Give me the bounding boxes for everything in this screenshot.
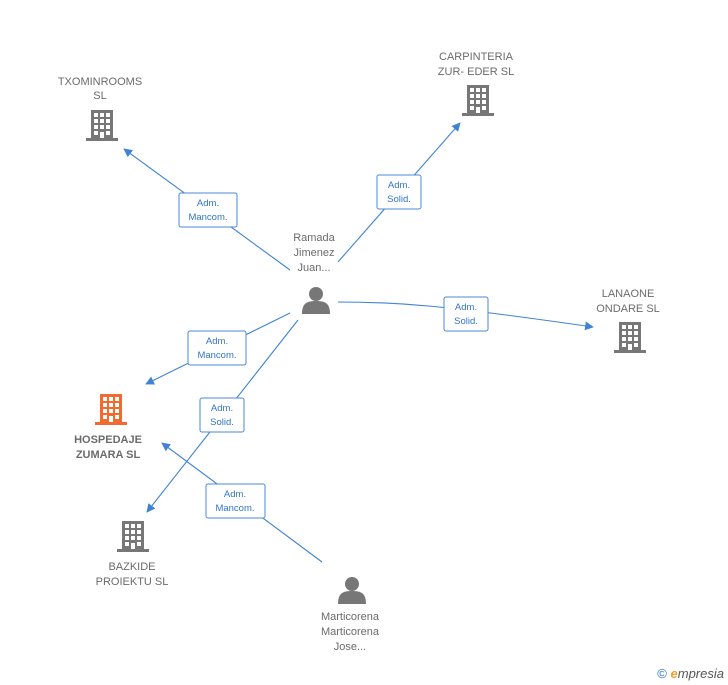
brand-e: e: [670, 666, 678, 681]
tag-line-1: Adm.: [206, 336, 228, 347]
tag-line-1: Adm.: [455, 302, 477, 313]
empresia-logo: © empresia: [657, 666, 724, 681]
building-icon: [86, 110, 118, 141]
tag-line-1: Adm.: [211, 403, 233, 414]
node-label-line-2: ZUMARA SL: [76, 449, 141, 461]
copyright-symbol: ©: [657, 666, 667, 681]
building-icon: [95, 394, 127, 425]
node-label-line-1: Ramada: [293, 232, 335, 244]
node-label-line-2: SL: [93, 90, 106, 102]
tag-line-2: Mancom.: [188, 212, 227, 223]
node-label-line-1: BAZKIDE: [108, 561, 155, 573]
node-label-line-2: ZUR- EDER SL: [438, 66, 514, 78]
person-icon: [338, 577, 366, 604]
node-label-line-3: Juan...: [297, 262, 330, 274]
node-lanaone[interactable]: LANAONE ONDARE SL: [596, 288, 660, 353]
edge-tag-marticorena-hospedaje[interactable]: Adm. Mancom.: [205, 483, 266, 519]
node-label-line-1: LANAONE: [602, 288, 655, 300]
node-label-line-1: HOSPEDAJE: [74, 434, 142, 446]
node-txominrooms[interactable]: TXOMINROOMS SL: [58, 76, 142, 141]
edge-tag-ramada-carpinteria[interactable]: Adm. Solid.: [376, 174, 422, 210]
node-ramada[interactable]: Ramada Jimenez Juan...: [293, 232, 336, 314]
tag-line-2: Mancom.: [215, 503, 254, 514]
edge-ramada-lanaone: [337, 301, 594, 331]
tag-line-2: Solid.: [387, 194, 411, 205]
building-icon: [614, 322, 646, 353]
building-icon: [117, 521, 149, 552]
tag-line-2: Mancom.: [197, 350, 236, 361]
edge-tag-ramada-txominrooms[interactable]: Adm. Mancom.: [178, 192, 238, 228]
node-label-line-1: Marticorena: [321, 611, 380, 623]
brand-rest: mpresia: [677, 666, 724, 681]
edge-tag-ramada-lanaone[interactable]: Adm. Solid.: [443, 296, 489, 332]
edge-tag-ramada-bazkide[interactable]: Adm. Solid.: [199, 397, 245, 433]
tag-line-1: Adm.: [388, 180, 410, 191]
node-label-line-2: Marticorena: [321, 626, 380, 638]
tag-line-2: Solid.: [454, 316, 478, 327]
tag-line-1: Adm.: [197, 198, 219, 209]
edge-tag-ramada-hospedaje[interactable]: Adm. Mancom.: [187, 330, 247, 366]
person-icon: [302, 287, 330, 314]
node-label-line-1: CARPINTERIA: [439, 51, 514, 63]
node-label-line-2: Jimenez: [294, 247, 335, 259]
node-carpinteria[interactable]: CARPINTERIA ZUR- EDER SL: [438, 51, 514, 116]
tag-line-2: Solid.: [210, 417, 234, 428]
node-bazkide[interactable]: BAZKIDE PROIEKTU SL: [96, 521, 169, 588]
node-label-line-2: ONDARE SL: [596, 303, 660, 315]
building-icon: [462, 85, 494, 116]
node-hospedaje[interactable]: HOSPEDAJE ZUMARA SL: [74, 394, 142, 461]
node-label-line-3: Jose...: [334, 641, 366, 653]
node-label-line-2: PROIEKTU SL: [96, 576, 169, 588]
tag-line-1: Adm.: [224, 489, 246, 500]
node-label-line-1: TXOMINROOMS: [58, 76, 142, 88]
node-marticorena[interactable]: Marticorena Marticorena Jose...: [321, 577, 380, 653]
